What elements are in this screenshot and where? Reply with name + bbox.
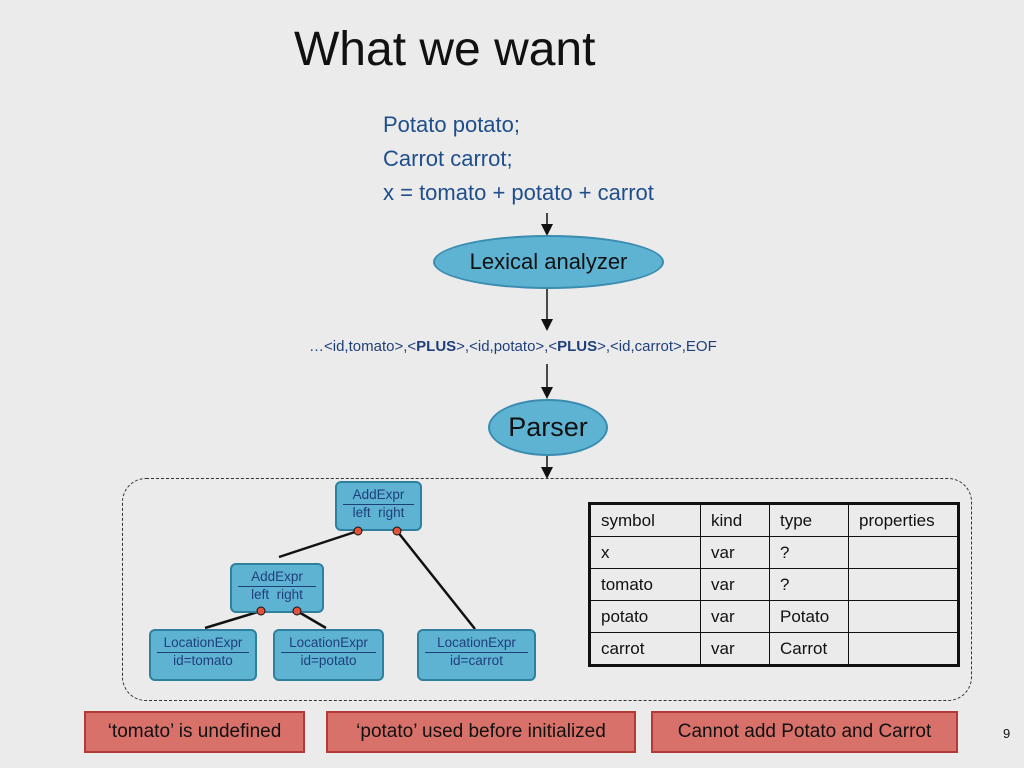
token-part-1: …<id,tomato>,< [309,338,417,355]
edge-top-left [278,529,359,559]
table-row: carrot var Carrot [589,632,959,666]
node-type: AddExpr [352,487,405,502]
node-type: LocationExpr [289,635,368,650]
table-cell: var [700,632,770,666]
table-cell: var [700,536,770,569]
table-cell: carrot [589,632,701,666]
token-plus-2: PLUS [557,338,598,355]
table-cell: potato [589,600,701,633]
edge-inner-right [296,609,327,630]
table-header-row: symbol kind type properties [589,503,959,537]
lexical-analyzer-node: Lexical analyzer [433,235,664,289]
table-cell: ? [769,568,849,601]
header-cell: type [769,503,849,537]
node-type: LocationExpr [163,635,243,650]
ast-node-location-tomato: LocationExpr id=tomato [149,629,257,681]
parser-output-region [122,478,972,701]
table-row: x var ? [589,536,959,569]
code-line-1: Potato potato; [383,112,520,137]
table-cell [848,600,959,633]
ast-node-addexpr-inner: AddExpr left right [230,563,324,613]
ast-node-location-carrot: LocationExpr id=carrot [417,629,536,681]
table-cell [848,568,959,601]
code-line-2: Carrot carrot; [383,146,513,171]
error-type-mismatch: Cannot add Potato and Carrot [651,711,958,753]
token-plus-1: PLUS [416,338,457,355]
error-potato-uninitialized: ‘potato’ used before initialized [326,711,636,753]
edge-top-right [396,530,476,630]
table-cell: Carrot [769,632,849,666]
table-cell: x [589,536,701,569]
table-cell [848,536,959,569]
ast-node-addexpr-top: AddExpr left right [335,481,422,531]
edge-inner-left [204,609,262,630]
parser-node: Parser [488,399,608,456]
node-id: id=carrot [450,653,503,668]
table-cell: ? [769,536,849,569]
node-fields: left right [352,505,405,520]
ast-node-location-potato: LocationExpr id=potato [273,629,384,681]
token-stream: …<id,tomato>,<PLUS>,<id,potato>,<PLUS>,<… [309,338,717,355]
table-cell: var [700,568,770,601]
node-id: id=tomato [173,653,233,668]
node-fields: left right [251,587,303,602]
table-cell: Potato [769,600,849,633]
table-row: potato var Potato [589,600,959,633]
table-cell: tomato [589,568,701,601]
node-type: LocationExpr [437,635,516,650]
token-part-2: >,<id,potato>,< [456,338,558,355]
page-number: 9 [1003,726,1011,741]
header-cell: kind [700,503,770,537]
table-row: tomato var ? [589,568,959,601]
code-line-3: x = tomato + potato + carrot [383,180,654,205]
error-tomato-undefined: ‘tomato’ is undefined [84,711,305,753]
node-id: id=potato [300,653,357,668]
slide-title: What we want [294,23,596,76]
token-part-3: >,<id,carrot>,EOF [597,338,717,355]
node-type: AddExpr [251,569,303,584]
header-cell: symbol [589,503,701,537]
table-cell [848,632,959,666]
symbol-table: symbol kind type properties x var ? toma… [588,502,960,667]
table-cell: var [700,600,770,633]
header-cell: properties [848,503,959,537]
